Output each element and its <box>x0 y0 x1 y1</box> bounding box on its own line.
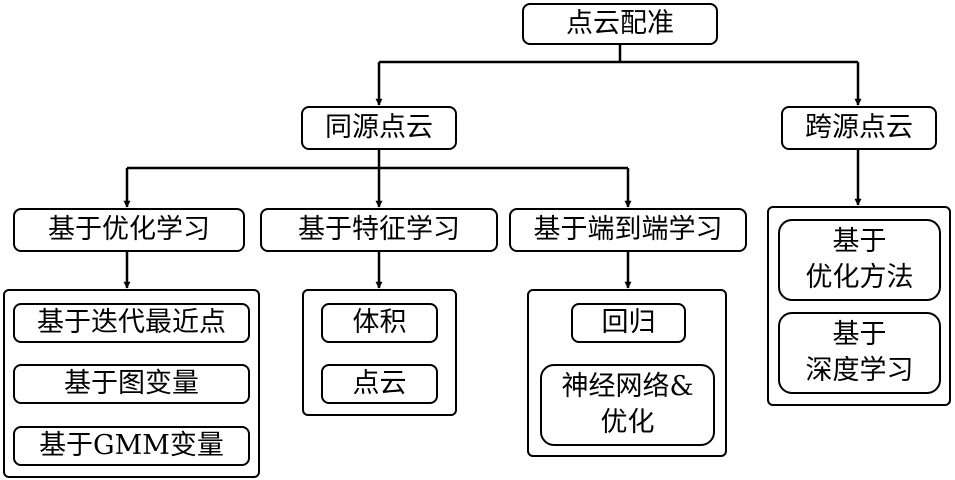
cross-deep-learning-method-node: 基于 深度学习 <box>778 312 941 394</box>
icp-method-node: 基于迭代最近点 <box>13 303 250 343</box>
feature-learning-node: 基于特征学习 <box>260 208 498 252</box>
volume-method-node: 体积 <box>321 303 438 343</box>
point-cloud-method-node: 点云 <box>321 364 438 404</box>
neural-network-optimization-node: 神经网络& 优化 <box>540 364 715 446</box>
cross-optimization-method-node: 基于 优化方法 <box>778 219 941 301</box>
optimization-learning-node: 基于优化学习 <box>13 208 245 252</box>
cross-source-node: 跨源点云 <box>781 106 937 150</box>
end-to-end-learning-node: 基于端到端学习 <box>509 208 747 252</box>
regression-method-node: 回归 <box>571 303 686 343</box>
graph-variable-method-node: 基于图变量 <box>13 364 250 404</box>
root-node: 点云配准 <box>522 3 718 45</box>
gmm-variable-method-node: 基于GMM变量 <box>13 426 250 466</box>
same-source-node: 同源点云 <box>301 106 457 150</box>
